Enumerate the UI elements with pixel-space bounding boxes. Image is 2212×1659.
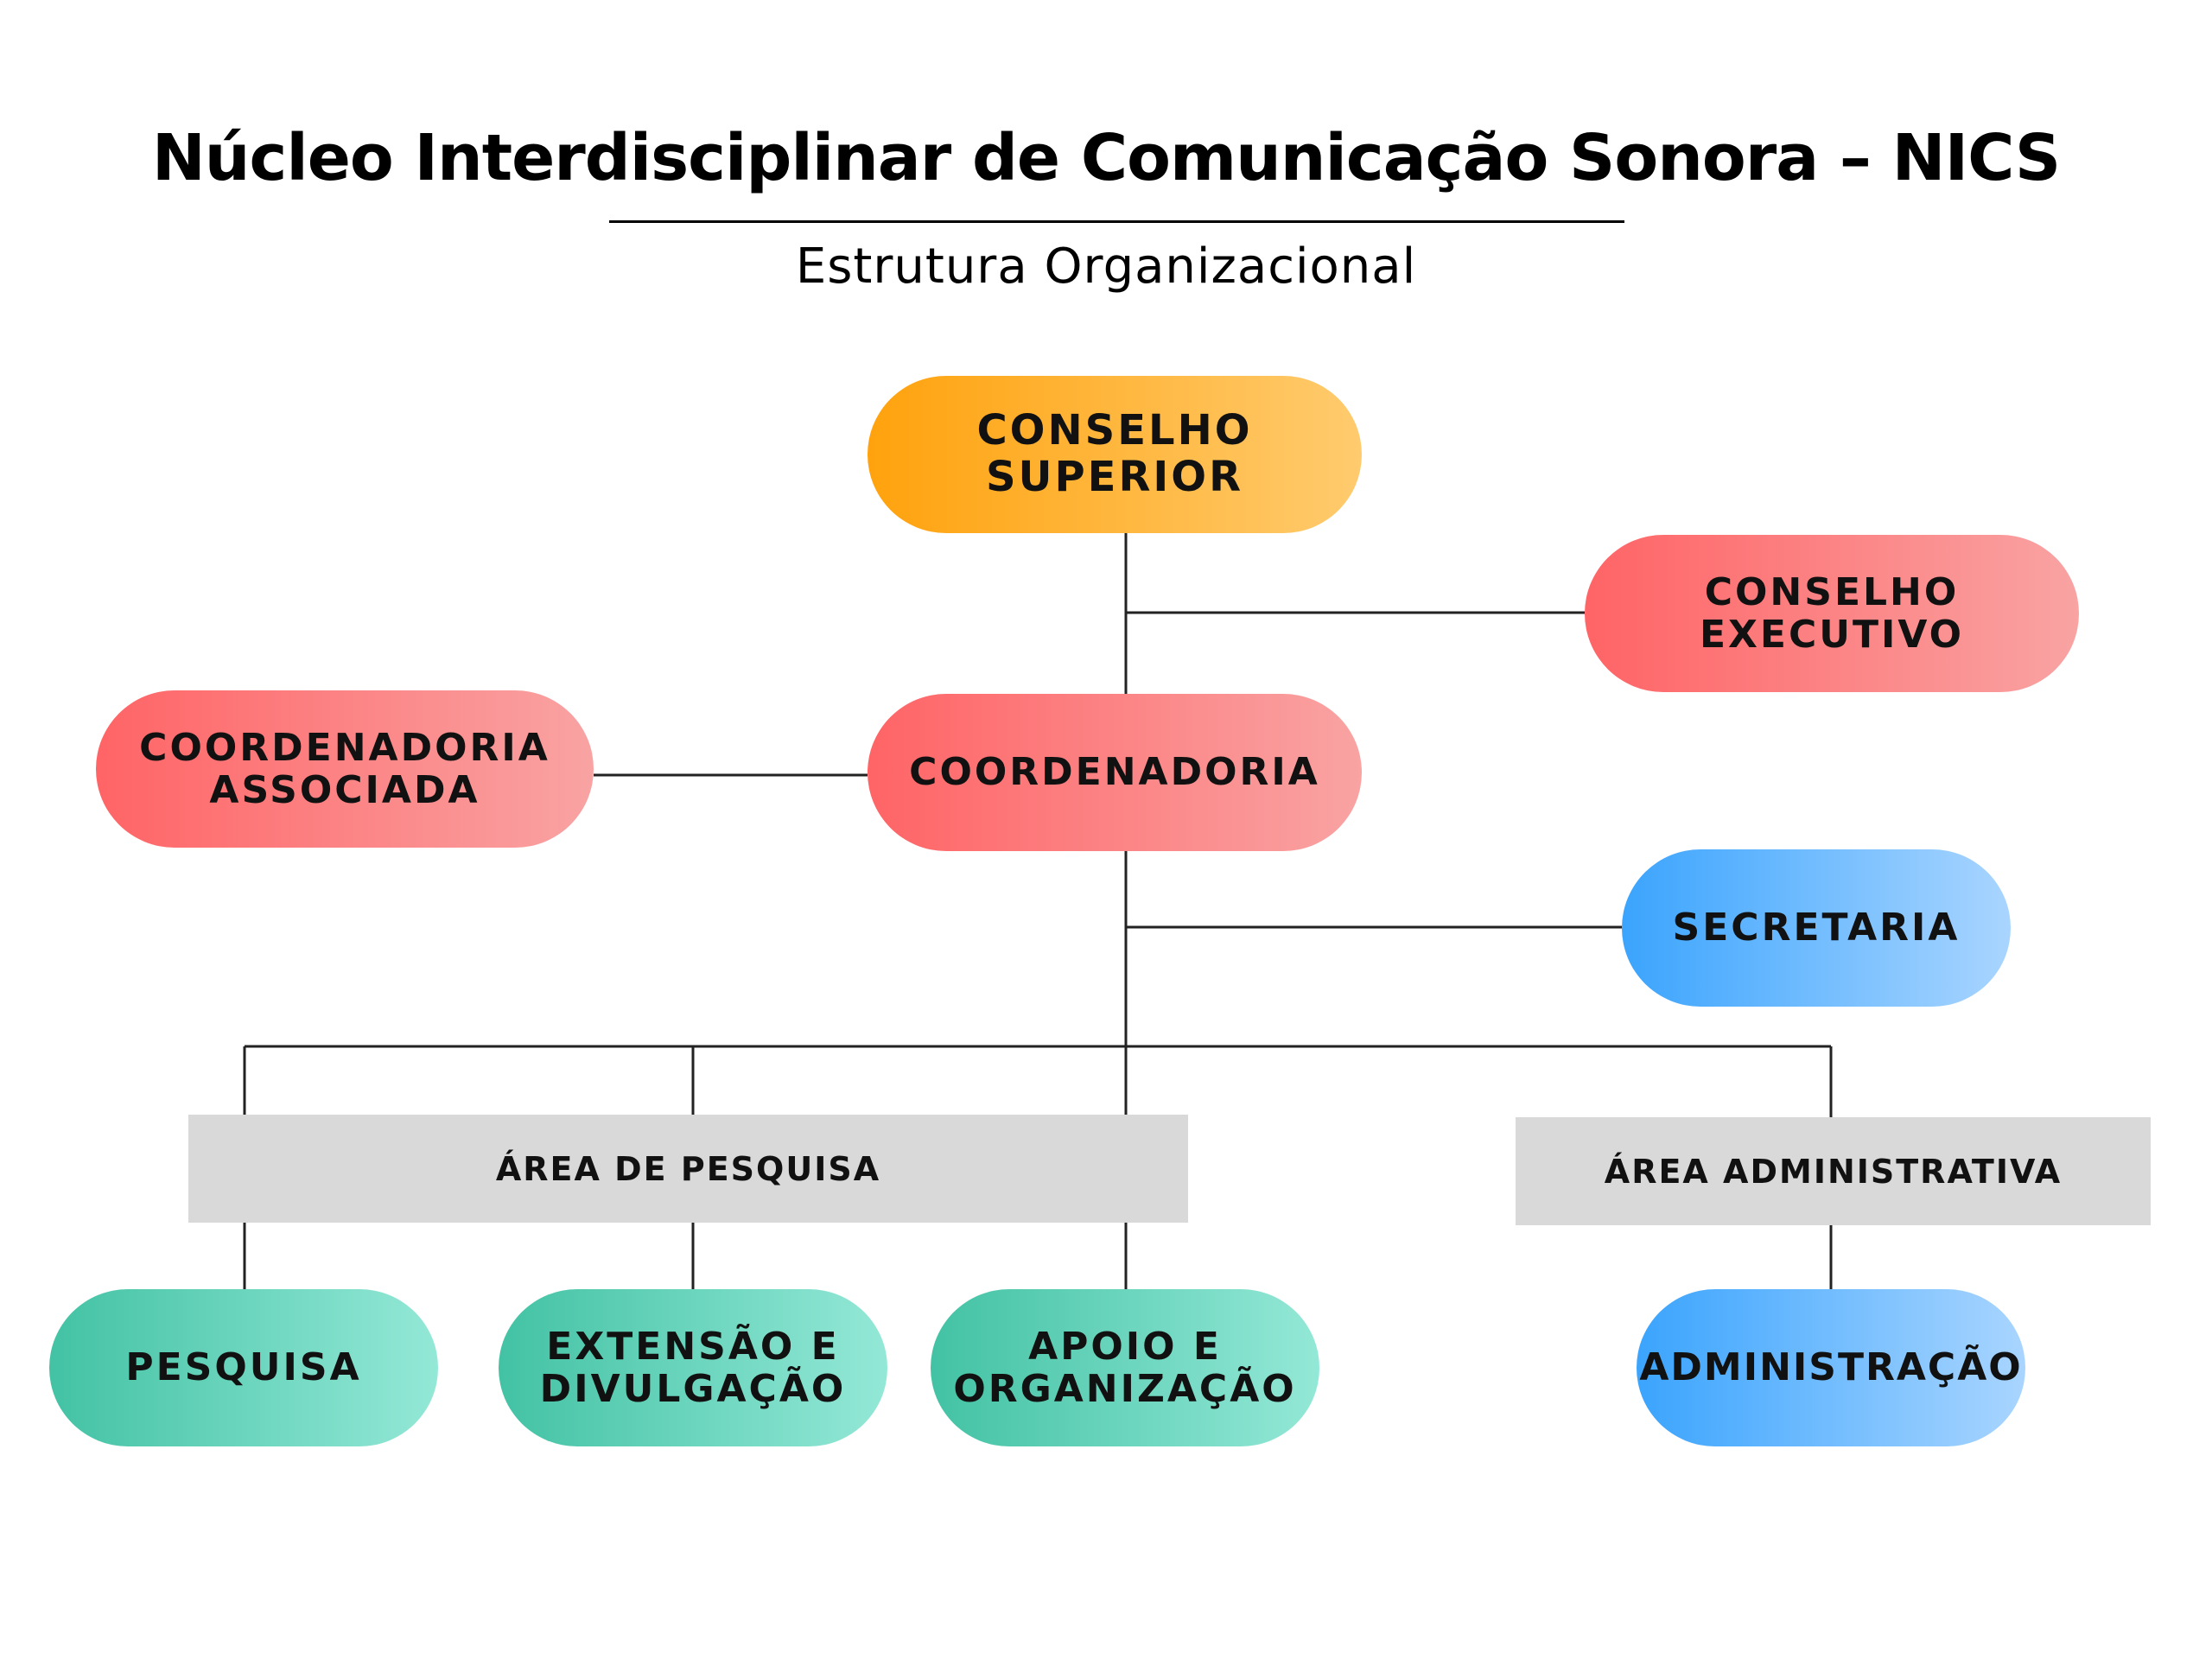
node-apoio-line2: ORGANIZAÇÃO [953, 1367, 1297, 1411]
node-administracao: ADMINISTRAÇÃO [1637, 1289, 2025, 1446]
area-administrativa-bar: ÁREA ADMINISTRATIVA [1516, 1117, 2151, 1225]
node-administracao-line1: ADMINISTRAÇÃO [1639, 1345, 2023, 1390]
node-coordenadoria-associada-line1: COORDENADORIA [139, 725, 550, 770]
node-conselho-superior-line2: SUPERIOR [985, 453, 1244, 501]
node-conselho-superior-line1: CONSELHO [976, 406, 1253, 455]
node-conselho-executivo-line2: EXECUTIVO [1699, 613, 1965, 657]
title-underline [609, 220, 1624, 223]
node-secretaria-line1: SECRETARIA [1672, 906, 1961, 950]
node-apoio-line1: APOIO E [1028, 1324, 1222, 1369]
node-conselho-executivo: CONSELHO EXECUTIVO [1585, 535, 2079, 692]
node-pesquisa-line1: PESQUISA [125, 1345, 362, 1390]
node-coordenadoria: COORDENADORIA [868, 694, 1362, 851]
page-subtitle: Estrutura Organizacional [795, 238, 1417, 295]
node-conselho-superior: CONSELHO SUPERIOR [868, 376, 1362, 533]
node-conselho-executivo-line1: CONSELHO [1704, 569, 1960, 614]
area-pesquisa-bar: ÁREA DE PESQUISA [188, 1115, 1188, 1223]
node-coordenadoria-line1: COORDENADORIA [909, 750, 1320, 795]
node-pesquisa: PESQUISA [49, 1289, 438, 1446]
page-title: Núcleo Interdisciplinar de Comunicação S… [151, 121, 2061, 195]
node-coordenadoria-associada: COORDENADORIA ASSOCIADA [96, 690, 594, 848]
node-coordenadoria-associada-line2: ASSOCIADA [209, 768, 480, 812]
node-secretaria: SECRETARIA [1622, 849, 2011, 1007]
node-extensao-line1: EXTENSÃO E [546, 1324, 840, 1369]
node-apoio-organizacao: APOIO E ORGANIZAÇÃO [931, 1289, 1319, 1446]
node-extensao-divulgacao: EXTENSÃO E DIVULGAÇÃO [499, 1289, 887, 1446]
node-extensao-line2: DIVULGAÇÃO [539, 1367, 847, 1411]
